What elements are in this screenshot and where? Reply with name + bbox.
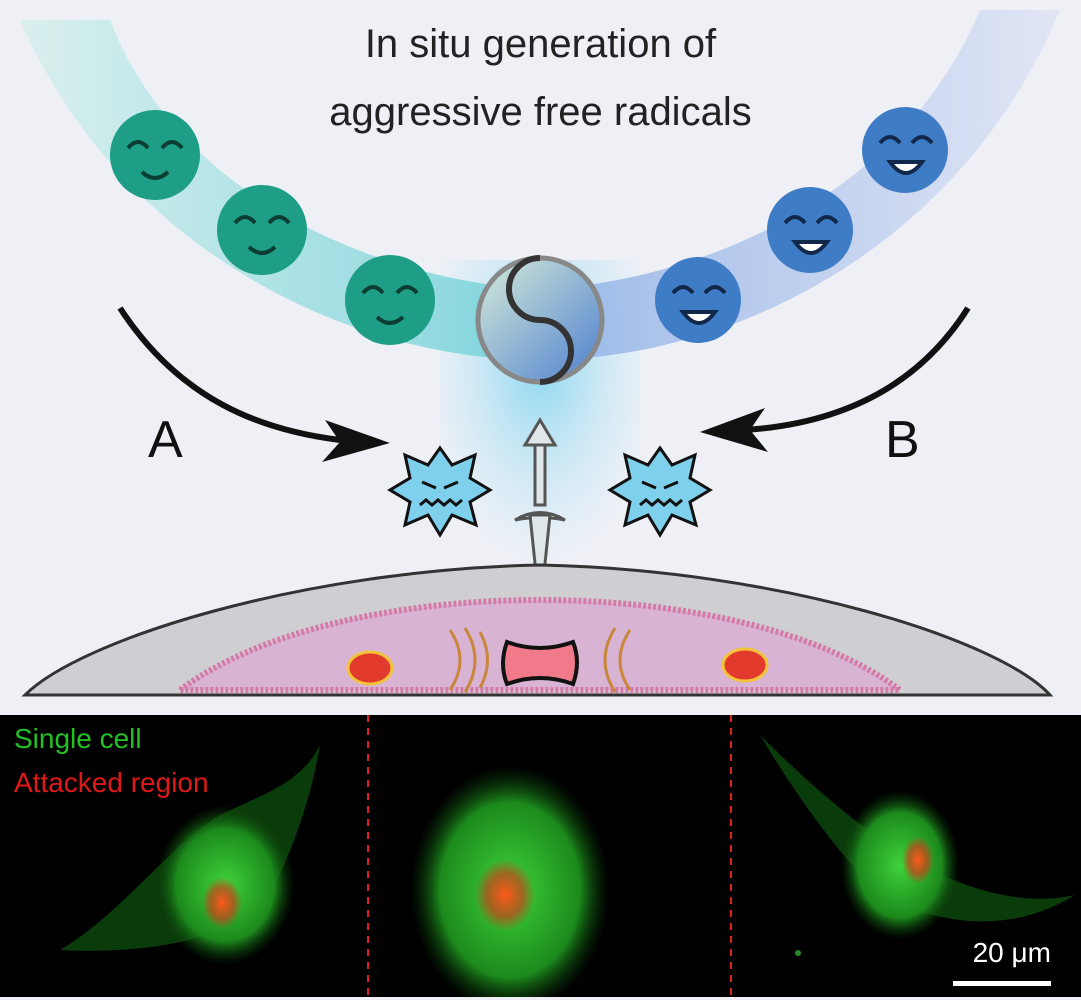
yin-yang-icon (475, 255, 605, 385)
legend-single-cell: Single cell (14, 723, 142, 754)
angry-radical-icon (387, 445, 493, 538)
cell-illustration (21, 563, 1054, 697)
teal-smiley-icons (110, 110, 435, 345)
cell-image-3 (760, 735, 1075, 956)
scale-bar-label: 20 μm (972, 937, 1051, 968)
teal-smiley-icon (217, 185, 307, 275)
blue-laughing-icon (767, 187, 853, 273)
teal-smiley-icon (110, 110, 200, 200)
arrow-b-icon (700, 306, 971, 452)
title-line-2: aggressive free radicals (329, 90, 752, 134)
fluorescence-micrograph-panel: Single cell Attacked region 20 μm (0, 715, 1081, 997)
cell-image-1 (60, 745, 320, 965)
mitochondria-icon (346, 650, 394, 686)
angry-radical-icon (607, 445, 713, 538)
free-radical-icons (387, 445, 713, 538)
blue-laughing-icon (655, 257, 741, 343)
teal-smiley-icon (345, 255, 435, 345)
er-icon (603, 627, 632, 693)
scale-bar (953, 981, 1051, 986)
scheme-illustration (20, 10, 1060, 697)
pathway-b-label: B (885, 411, 920, 469)
legend-attacked-region: Attacked region (14, 767, 209, 798)
micrograph-image (60, 715, 1075, 997)
blue-laughing-icon (862, 107, 948, 193)
arrow-a-icon (117, 306, 390, 462)
nucleus-icon (501, 639, 579, 687)
golgi-icon (448, 627, 489, 693)
mitochondria-icon (721, 647, 769, 683)
title-line-1: In situ generation of (364, 22, 717, 66)
cell-image-2 (410, 765, 610, 997)
pathway-a-label: A (148, 411, 183, 469)
blue-laughing-icons (655, 107, 948, 343)
